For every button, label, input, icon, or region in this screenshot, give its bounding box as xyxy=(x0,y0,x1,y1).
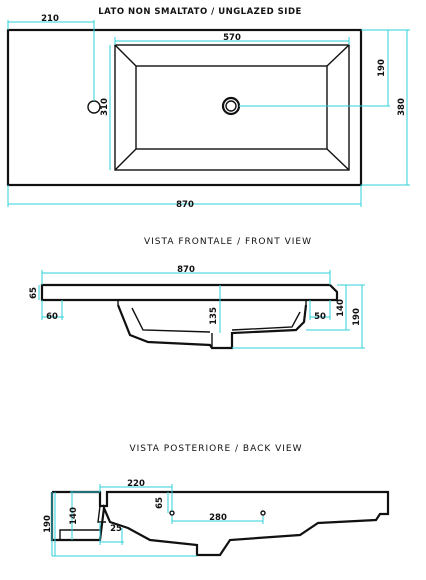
top-view-title: LATO NON SMALTATO / UNGLAZED SIDE xyxy=(98,7,302,17)
dim-back-fixing-spacing: 280 xyxy=(209,513,227,523)
dim-basin-back-depth: 190 xyxy=(377,59,387,77)
dim-front-left-edge: 60 xyxy=(46,312,58,322)
front-basin-inner xyxy=(131,307,301,333)
dim-back-bracket: 25 xyxy=(110,524,122,534)
dim-overall-depth: 380 xyxy=(397,98,407,116)
dim-basin-width: 570 xyxy=(223,33,241,43)
dim-front-overall-height: 190 xyxy=(352,308,362,326)
dim-back-fixing-offset: 220 xyxy=(127,479,145,489)
back-view-title: VISTA POSTERIORE / BACK VIEW xyxy=(129,444,302,454)
dim-back-fixing-height: 65 xyxy=(155,497,165,509)
top-view: 210 570 310 190 380 870 xyxy=(6,14,410,210)
dim-front-drain-depth: 135 xyxy=(209,307,219,325)
dim-back-basin-height: 140 xyxy=(69,507,79,525)
dim-back-overall-height: 190 xyxy=(43,515,53,533)
dim-front-overall-width: 870 xyxy=(177,265,195,275)
front-view-title: VISTA FRONTALE / FRONT VIEW xyxy=(144,237,312,247)
dim-overall-width: 870 xyxy=(176,200,194,210)
basin-inner-floor xyxy=(135,65,328,150)
dim-front-right-edge: 50 xyxy=(314,312,326,322)
back-view: 220 65 280 140 190 25 xyxy=(43,479,390,557)
dim-tap-offset: 210 xyxy=(41,14,59,24)
top-view-outline xyxy=(6,28,363,187)
front-view: 870 65 60 135 50 140 190 xyxy=(29,265,365,350)
dim-basin-depth: 310 xyxy=(100,98,110,116)
back-outline xyxy=(50,490,390,557)
front-top-slab xyxy=(40,283,339,302)
dim-front-basin-height: 140 xyxy=(336,299,346,317)
front-basin-profile xyxy=(116,304,308,350)
tap-hole xyxy=(87,100,101,114)
basin-outer-rim xyxy=(114,44,350,171)
back-bracket xyxy=(97,505,106,523)
dim-front-top-thickness: 65 xyxy=(29,287,39,299)
